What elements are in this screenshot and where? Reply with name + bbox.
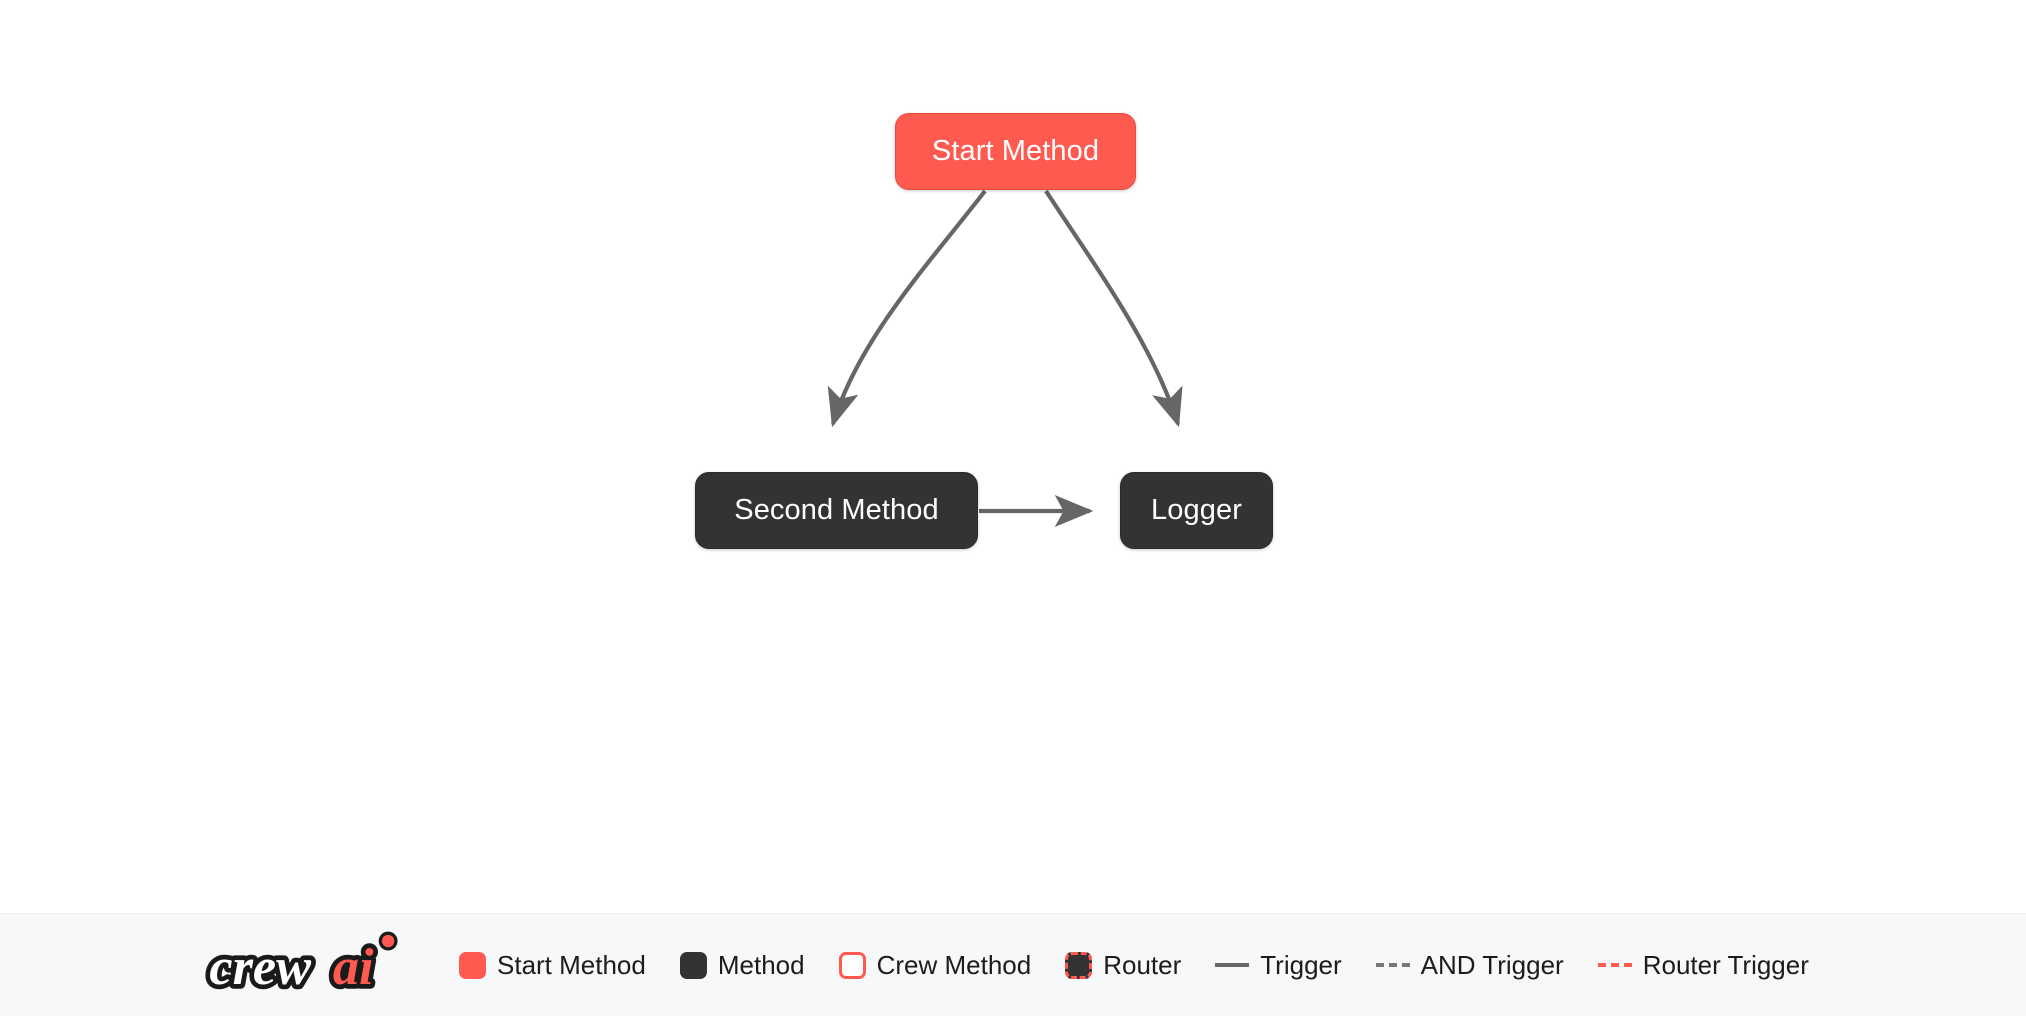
edge-start-to-logger — [1044, 189, 1183, 428]
crewai-logo: crew crew ai ai — [205, 931, 398, 1001]
svg-text:ai: ai — [333, 938, 374, 996]
legend-label: Router Trigger — [1642, 950, 1809, 980]
trigger-line-icon — [1215, 963, 1250, 967]
legend-item-trigger: Trigger — [1215, 950, 1342, 980]
edge-start-to-second — [827, 189, 987, 428]
legend-label: Crew Method — [876, 950, 1032, 980]
flow-node-start-method[interactable]: Start Method — [895, 113, 1136, 190]
svg-text:crew: crew — [209, 938, 312, 996]
flow-node-logger[interactable]: Logger — [1120, 472, 1273, 549]
svg-text:crew: crew — [209, 938, 312, 996]
legend-item-method: Method — [679, 950, 805, 980]
legend-item-router: Router — [1065, 950, 1182, 980]
flow-node-label: Second Method — [734, 494, 939, 526]
legend-label: AND Trigger — [1420, 950, 1564, 980]
method-swatch — [679, 951, 707, 979]
flow-node-label: Logger — [1151, 494, 1242, 526]
legend-item-router-trigger: Router Trigger — [1597, 950, 1809, 980]
legend-label: Method — [717, 950, 805, 980]
and-trigger-line-icon — [1375, 963, 1410, 967]
legend-item-start-method: Start Method — [459, 950, 646, 980]
svg-text:ai: ai — [333, 938, 374, 996]
legend-item-crew-method: Crew Method — [838, 950, 1032, 980]
flow-canvas[interactable]: Start Method Second Method Logger — [0, 0, 2026, 913]
router-trigger-line-icon — [1597, 963, 1632, 967]
legend-label: Start Method — [497, 950, 646, 980]
legend-bar: crew crew ai ai Start Method Method Crew… — [0, 913, 2026, 1016]
start-method-swatch — [459, 951, 486, 979]
flow-node-label: Start Method — [931, 135, 1100, 167]
router-swatch — [1065, 951, 1093, 979]
legend-item-and-trigger: AND Trigger — [1375, 950, 1564, 980]
crew-method-swatch — [838, 951, 866, 979]
flow-node-second-method[interactable]: Second Method — [695, 472, 978, 549]
legend-label: Trigger — [1260, 950, 1342, 980]
legend-label: Router — [1103, 950, 1182, 980]
